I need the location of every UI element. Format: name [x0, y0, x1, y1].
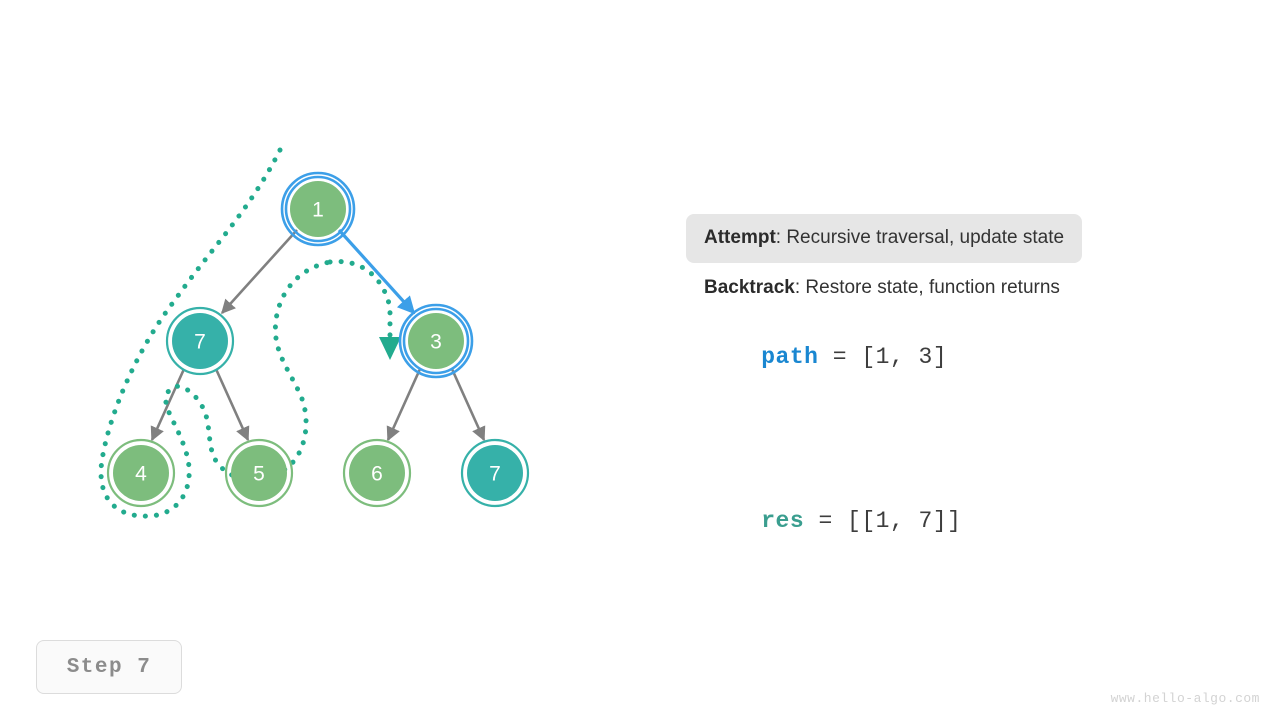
node-7r-circle [467, 445, 523, 501]
node-7l-label: 7 [194, 331, 206, 354]
trace-arrow-icon [379, 337, 401, 360]
edge-1-to-7 [221, 229, 298, 315]
attempt-text: : Recursive traversal, update state [775, 227, 1065, 248]
node-5-circle [231, 445, 287, 501]
edge-group [150, 228, 486, 442]
trace-outbound [98, 147, 333, 519]
tree-node-7-left[interactable]: 7 [165, 306, 235, 376]
trace-return [327, 259, 393, 341]
node-6-outer-ring [342, 438, 412, 508]
node-3-circle [408, 313, 464, 369]
node-1-outer-ring [280, 171, 356, 247]
tree-node-3[interactable]: 3 [398, 303, 474, 379]
node-5-label: 5 [253, 463, 265, 486]
watermark: www.hello-algo.com [1111, 691, 1260, 706]
node-3-inner-ring [402, 307, 470, 375]
node-3-outer-ring [398, 303, 474, 379]
info-panel: Attempt: Recursive traversal, update sta… [686, 214, 1206, 564]
attempt-row: Attempt: Recursive traversal, update sta… [686, 214, 1083, 263]
node-4-circle [113, 445, 169, 501]
traversal-trace [98, 147, 393, 519]
path-variable-row: path = [1, 3] [686, 306, 1206, 400]
res-variable-value: = [[1, 7]] [804, 508, 962, 535]
edge-3-to-6 [386, 368, 422, 442]
step-badge: Step 7 [36, 640, 182, 694]
node-7r-label: 7 [489, 463, 501, 486]
node-7r-outer-ring [460, 438, 530, 508]
node-6-label: 6 [371, 463, 383, 486]
path-variable-value: = [1, 3] [818, 344, 948, 371]
node-7l-circle [172, 313, 228, 369]
res-variable-name: res [761, 508, 805, 535]
node-3-label: 3 [430, 331, 442, 354]
node-5-outer-ring [224, 438, 294, 508]
node-6-circle [349, 445, 405, 501]
tree-node-6[interactable]: 6 [342, 438, 412, 508]
node-4-outer-ring [106, 438, 176, 508]
edge-7-to-4 [150, 368, 186, 442]
backtrack-keyword: Backtrack [704, 276, 795, 298]
tree-diagram: 1 7 3 4 5 6 [98, 147, 530, 519]
tree-node-5[interactable]: 5 [224, 438, 294, 508]
watermark-text: www.hello-algo.com [1110, 691, 1260, 706]
node-4-label: 4 [135, 463, 147, 486]
edge-7-to-5 [214, 368, 250, 442]
tree-svg: 1 7 3 4 5 6 [98, 147, 530, 519]
tree-node-4[interactable]: 4 [106, 438, 176, 508]
path-variable-name: path [761, 344, 819, 371]
res-variable-row: res = [[1, 7]] [686, 470, 1206, 564]
tree-node-1[interactable]: 1 [280, 171, 356, 247]
edge-3-to-7 [450, 368, 486, 442]
backtrack-text: : Restore state, function returns [794, 276, 1060, 298]
step-badge-label: Step 7 [66, 655, 152, 679]
node-1-inner-ring [284, 175, 352, 243]
node-7l-outer-ring [165, 306, 235, 376]
node-1-circle [290, 181, 346, 237]
attempt-keyword: Attempt [704, 227, 776, 248]
backtrack-row: Backtrack: Restore state, function retur… [686, 263, 1206, 307]
tree-node-7-right[interactable]: 7 [460, 438, 530, 508]
edge-1-to-3 [337, 228, 416, 315]
node-1-label: 1 [312, 199, 324, 222]
